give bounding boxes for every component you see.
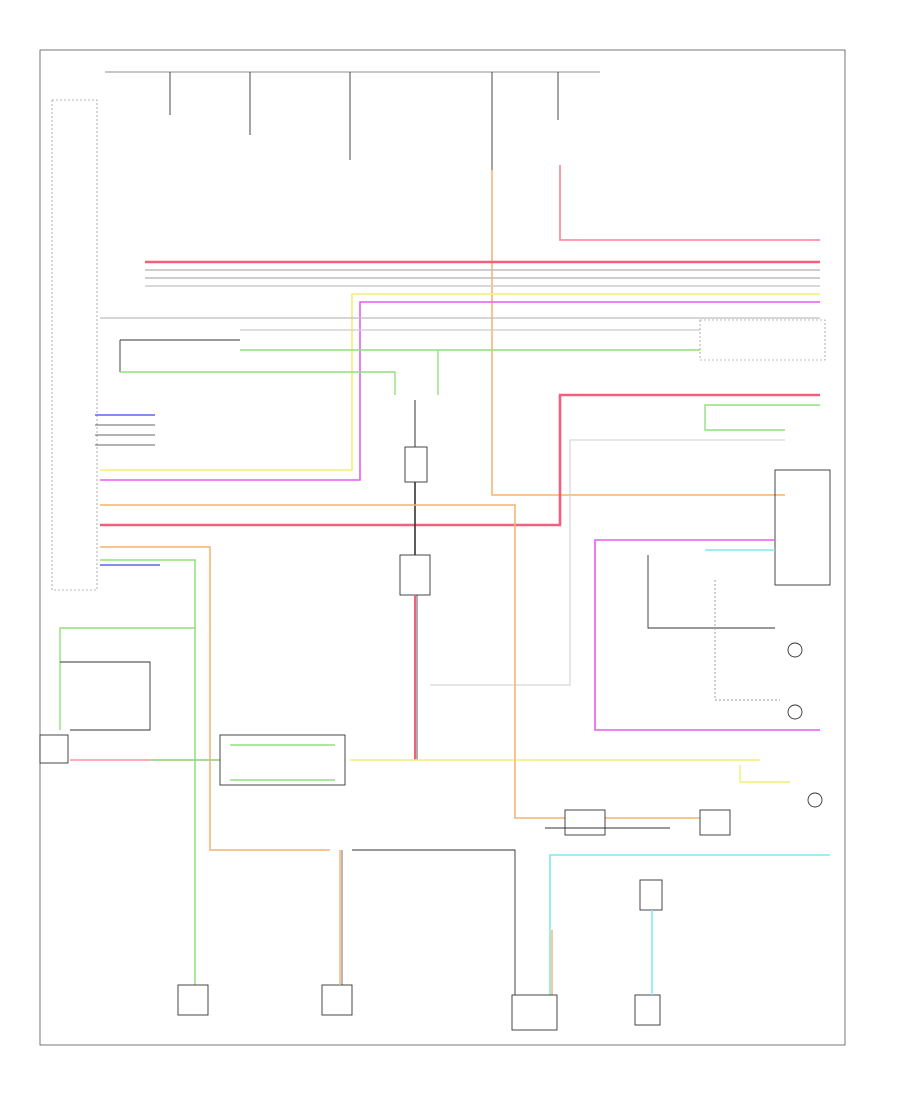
center-module [219,734,346,786]
wire-green-left [100,559,196,990]
rear-door-switch [177,984,209,1016]
wire-pink-switch [559,165,820,241]
wire-orange-long [100,504,720,819]
wire-green-right [704,404,820,431]
wire-green-lower-left [59,627,195,730]
mode-lamp-1 [787,642,803,658]
wire-cyan-bottom [549,854,830,1000]
wire-orange-left [100,546,330,851]
fuse-drops [169,72,559,170]
bottom-switches [177,849,663,1031]
left-door-lock [564,809,606,836]
right-rear-connector [699,809,731,836]
wire-gray-loop [430,439,785,686]
wire-yellow-1 [100,293,820,471]
wire-yellow-lower-right [739,765,790,783]
center-connector [404,446,428,483]
wire-red-main [100,393,820,527]
connector-blue [95,414,155,446]
wire-magenta-right [594,539,820,731]
switch-lines [100,317,820,395]
body-ecm-right [774,469,831,586]
right-door-switch [39,734,69,764]
wire-magenta-1 [100,301,820,481]
ground-lamp [807,792,823,808]
body-ecm-box [51,99,98,591]
wire-black-lower-left [60,661,151,731]
diagram-frame [39,49,846,1046]
mode-lamp-2 [787,704,803,720]
wire-orange-fuse [491,170,785,496]
right-switch-box [699,319,826,361]
left-door-motor [399,554,431,596]
